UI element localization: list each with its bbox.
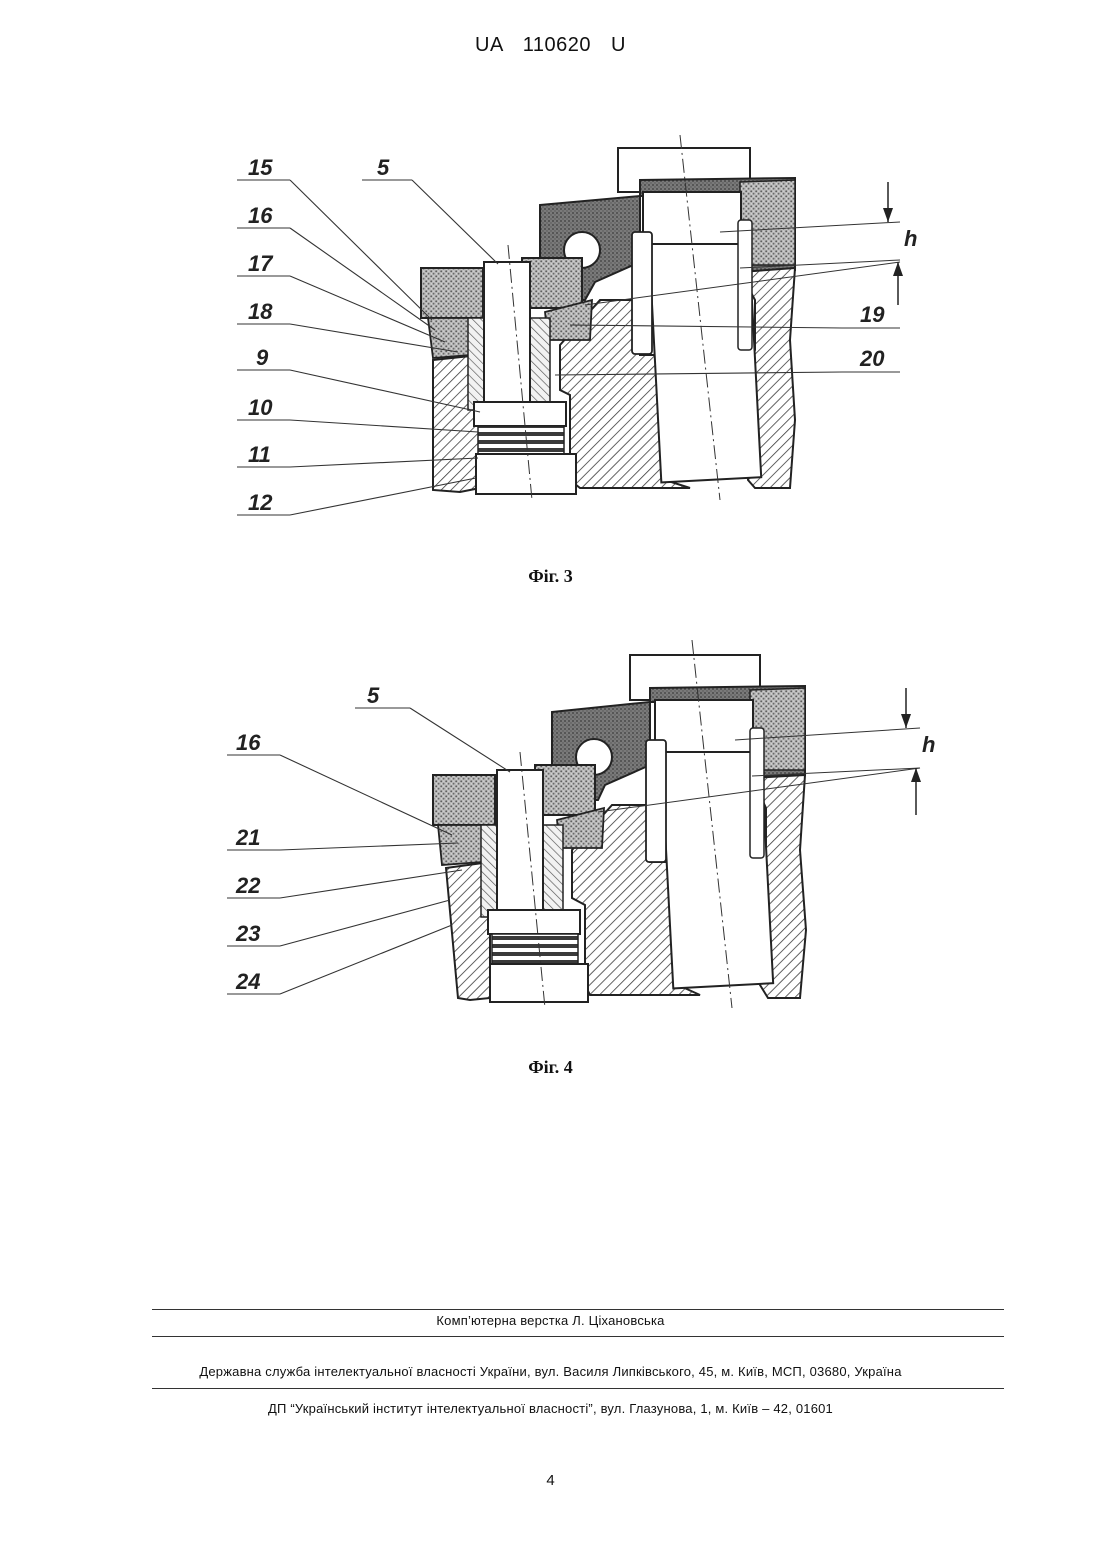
label-11: 11 (248, 442, 271, 467)
label-9: 9 (256, 345, 269, 370)
footer-rule-middle (152, 1336, 1004, 1337)
figure-3-drawing (421, 135, 903, 500)
label-18: 18 (248, 299, 273, 324)
label-5: 5 (367, 683, 380, 708)
label-h: h (904, 226, 917, 251)
label-19: 19 (860, 302, 885, 327)
figure-4-caption: Фіг. 4 (0, 1057, 1101, 1078)
institute-address: ДП “Український інститут інтелектуальної… (0, 1401, 1101, 1416)
label-16: 16 (236, 730, 261, 755)
label-12: 12 (248, 490, 273, 515)
label-5: 5 (377, 155, 390, 180)
footer-rule-bottom (152, 1388, 1004, 1389)
figure-4-drawing (433, 640, 921, 1008)
footer-rule-top (152, 1309, 1004, 1310)
label-16: 16 (248, 203, 273, 228)
label-21: 21 (235, 825, 260, 850)
label-23: 23 (235, 921, 260, 946)
label-h: h (922, 732, 935, 757)
page-number: 4 (0, 1472, 1101, 1489)
label-17: 17 (248, 251, 274, 276)
label-10: 10 (248, 395, 273, 420)
typesetting-credit: Комп’ютерна верстка Л. Ціхановська (0, 1313, 1101, 1328)
label-24: 24 (235, 969, 260, 994)
office-address: Державна служба інтелектуальної власност… (0, 1364, 1101, 1379)
label-20: 20 (859, 346, 885, 371)
label-15: 15 (248, 155, 273, 180)
figure-3-caption: Фіг. 3 (0, 566, 1101, 587)
label-22: 22 (235, 873, 261, 898)
